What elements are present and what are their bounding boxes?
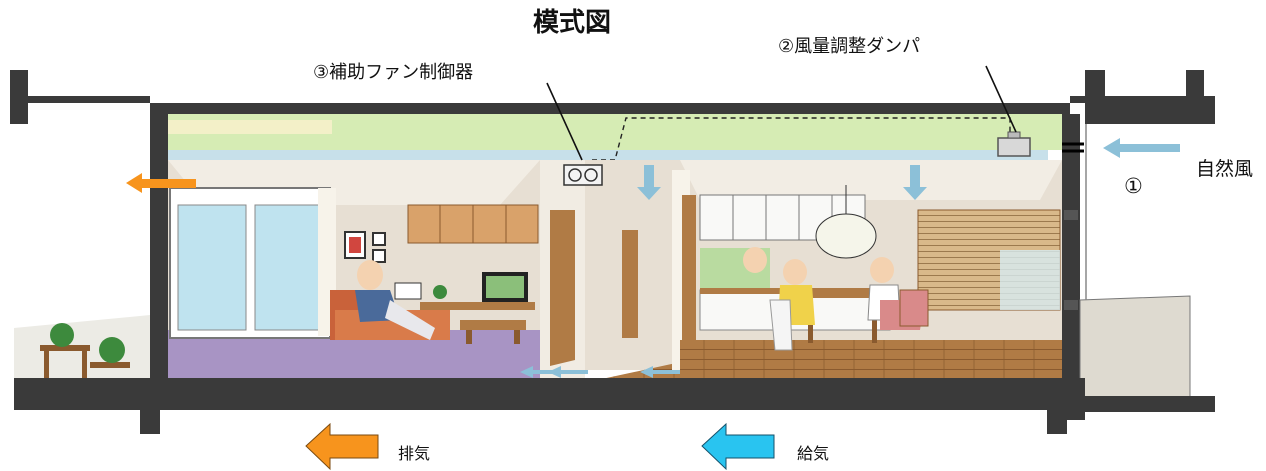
hallway xyxy=(540,160,690,388)
ceiling-slab xyxy=(10,70,1215,124)
living-room xyxy=(168,160,540,380)
damper-pointer xyxy=(985,65,1017,133)
dashed-control-line xyxy=(592,117,1011,161)
supply-airflow-arrows xyxy=(520,165,927,378)
fan-controller-pointer xyxy=(546,82,583,161)
right-exterior-panel xyxy=(1079,295,1191,405)
natural-wind-label: 自然風 xyxy=(1196,158,1254,180)
damper-label: ②風量調整ダンパ xyxy=(778,36,921,57)
wall-vent xyxy=(1062,142,1084,153)
floor-slab xyxy=(14,378,1215,434)
legend-supply-label: 給気 xyxy=(797,444,830,463)
natural-wind-number: ① xyxy=(1124,174,1143,198)
exhaust-outlet-arrow xyxy=(126,173,196,193)
natural-wind-arrow xyxy=(1103,138,1180,158)
legend-supply-arrow xyxy=(701,422,775,471)
auxiliary-fan-controller xyxy=(563,164,603,186)
duct-space xyxy=(152,114,1065,160)
upper-duct xyxy=(152,120,332,134)
balcony xyxy=(14,315,150,384)
fan-controller-label: ③補助ファン制御器 xyxy=(313,62,474,83)
main-supply-duct xyxy=(168,150,1048,160)
diagram-title: 模式図 xyxy=(533,8,612,38)
airflow-damper xyxy=(997,131,1031,157)
right-wall xyxy=(1062,114,1080,404)
legend-exhaust-label: 排気 xyxy=(398,444,431,463)
left-wall xyxy=(150,114,168,384)
dining-kitchen xyxy=(672,160,1062,395)
legend-exhaust-arrow xyxy=(305,422,379,471)
